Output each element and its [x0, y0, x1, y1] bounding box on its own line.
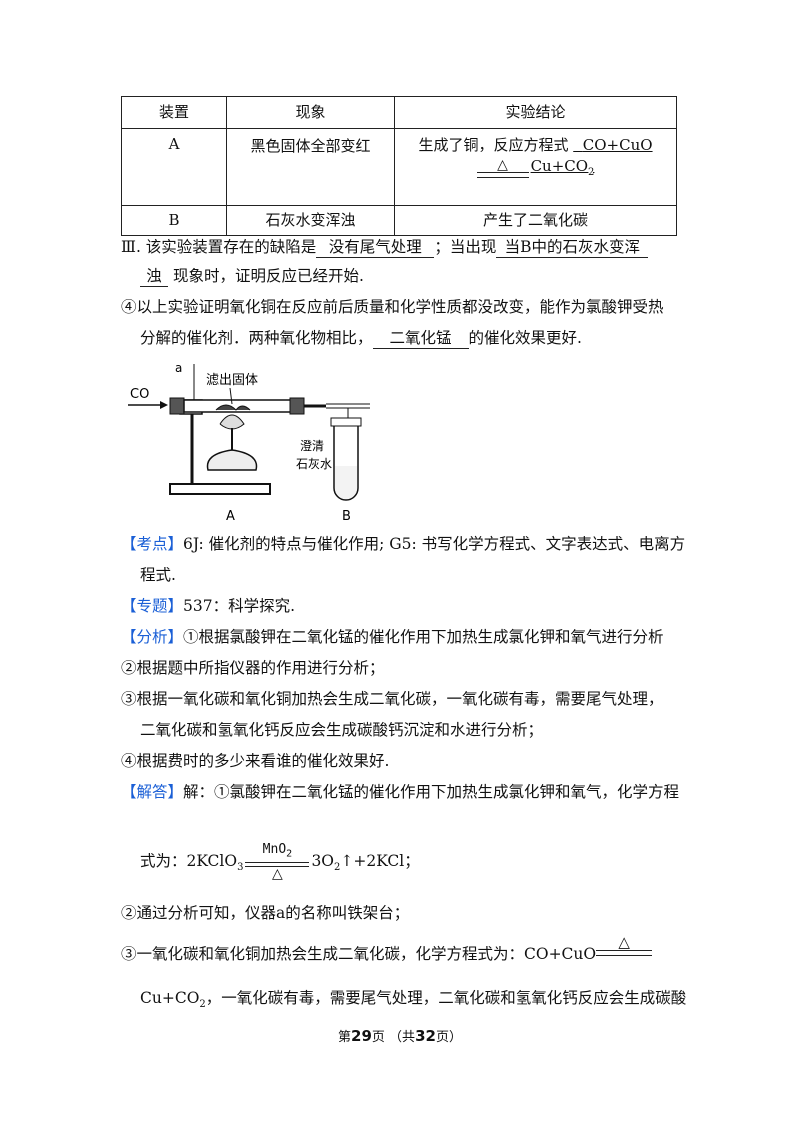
cell-phenomenon-b: 石灰水变浑浊	[226, 205, 395, 236]
cell-phenomenon-a: 黑色固体全部变红	[226, 128, 395, 206]
fenxi-tag: 【分析】	[121, 628, 184, 646]
stand-base	[169, 483, 271, 495]
eq-products: Cu+CO2	[530, 157, 595, 178]
zhuanti-tag: 【专题】	[121, 597, 184, 615]
total-pages: 32	[415, 1027, 436, 1045]
glass-tube	[183, 399, 295, 413]
label-A: A	[226, 509, 235, 524]
jieda-line-3: ③一氧化碳和氧化铜加热会生成二氧化碳，化学方程式为：CO+CuO△	[121, 934, 653, 966]
table-header-row: 装置 现象 实验结论	[121, 96, 677, 129]
fenxi-line-1: 【分析】①根据氯酸钾在二氧化锰的催化作用下加热生成氯化钾和氧气进行分析	[121, 628, 664, 646]
zhuanti-line: 【专题】537：科学探究.	[121, 597, 296, 615]
q3-line-2: 浊 现象时，证明反应已经开始.	[140, 266, 364, 287]
label-B: B	[342, 509, 351, 524]
jieda-line-4: Cu+CO2，一氧化碳有毒，需要尾气处理，二氧化碳和氢氧化钙反应会生成碳酸	[140, 989, 687, 1011]
table-row: B 石灰水变浑浊 产生了二氧化碳	[121, 205, 677, 236]
kaodian-line-1: 【考点】6J: 催化剂的特点与催化作用; G5: 书写化学方程式、文字表达式、电…	[121, 535, 686, 553]
page-footer: 第29页 （共32页）	[338, 1027, 462, 1045]
q3-line-1: Ⅲ. 该实验装置存在的缺陷是没有尾气处理；当出现当B中的石灰水变浑	[121, 237, 649, 258]
blank-defect: 没有尾气处理	[316, 237, 435, 258]
catalyst-arrow: MnO2△	[245, 843, 310, 881]
conclusion-line-1: 生成了铜，反应方程式 CO+CuO	[395, 135, 676, 155]
stopper-left	[169, 397, 185, 415]
header-device: 装置	[121, 96, 227, 129]
page-number: 29	[351, 1027, 372, 1045]
label-clear: 澄清	[300, 438, 324, 453]
reaction-arrow: △	[476, 157, 529, 178]
label-filtered-solid: 滤出固体	[206, 373, 258, 388]
eq-reactants: CO+CuO	[582, 136, 653, 154]
solid-sample	[215, 404, 251, 411]
results-table: 装置 现象 实验结论 A 黑色固体全部变红 生成了铜，反应方程式 CO+CuO …	[121, 96, 677, 236]
q4-line-2: 分解的催化剂．两种氧化物相比，二氧化锰的催化效果更好.	[140, 328, 582, 349]
header-conclusion: 实验结论	[394, 96, 677, 129]
blank-phenomenon-2: 浊	[140, 266, 168, 287]
cell-conclusion-a: 生成了铜，反应方程式 CO+CuO △ Cu+CO2	[394, 128, 677, 206]
conclusion-prefix: 生成了铜，反应方程式	[418, 136, 569, 154]
flame	[219, 414, 245, 430]
alcohol-lamp	[206, 449, 258, 471]
fenxi-line-5: ④根据费时的多少来看谁的催化效果好.	[121, 752, 390, 770]
jieda-tag: 【解答】	[121, 783, 184, 801]
cell-device-b: B	[121, 205, 227, 236]
cell-device-a: A	[121, 128, 227, 206]
q4-line-1: ④以上实验证明氧化铜在反应前后质量和化学性质都没改变，能作为氯酸钾受热	[121, 298, 664, 316]
apparatus-figure: a CO 滤出固体 澄清 石灰水 A B	[128, 361, 370, 524]
stopper-right	[289, 397, 305, 415]
heat-arrow: △	[596, 934, 653, 956]
jieda-line-2: ②通过分析可知，仪器a的名称叫铁架台；	[121, 904, 410, 922]
label-a: a	[175, 361, 182, 375]
fenxi-line-4: 二氧化碳和氢氧化钙反应会生成碳酸钙沉淀和水进行分析；	[140, 721, 544, 739]
blank-phenomenon-1: 当B中的石灰水变浑	[496, 237, 649, 258]
fenxi-line-3: ③根据一氧化碳和氧化铜加热会生成二氧化碳，一氧化碳有毒，需要尾气处理，	[121, 690, 664, 708]
kaodian-line-2: 程式.	[140, 566, 176, 584]
jieda-line-1: 【解答】解：①氯酸钾在二氧化锰的催化作用下加热生成氯化钾和氧气，化学方程	[121, 783, 680, 801]
fenxi-line-2: ②根据题中所指仪器的作用进行分析；	[121, 659, 385, 677]
label-limewater: 石灰水	[296, 457, 332, 471]
cell-conclusion-b: 产生了二氧化碳	[394, 205, 677, 236]
header-phenomenon: 现象	[226, 96, 395, 129]
kaodian-tag: 【考点】	[121, 535, 184, 553]
table-row: A 黑色固体全部变红 生成了铜，反应方程式 CO+CuO △ Cu+CO2	[121, 128, 677, 206]
heat-condition: △	[497, 157, 508, 173]
blank-better-catalyst: 二氧化锰	[372, 328, 469, 349]
label-co: CO	[130, 387, 149, 402]
conclusion-line-2: △ Cu+CO2	[395, 157, 676, 178]
